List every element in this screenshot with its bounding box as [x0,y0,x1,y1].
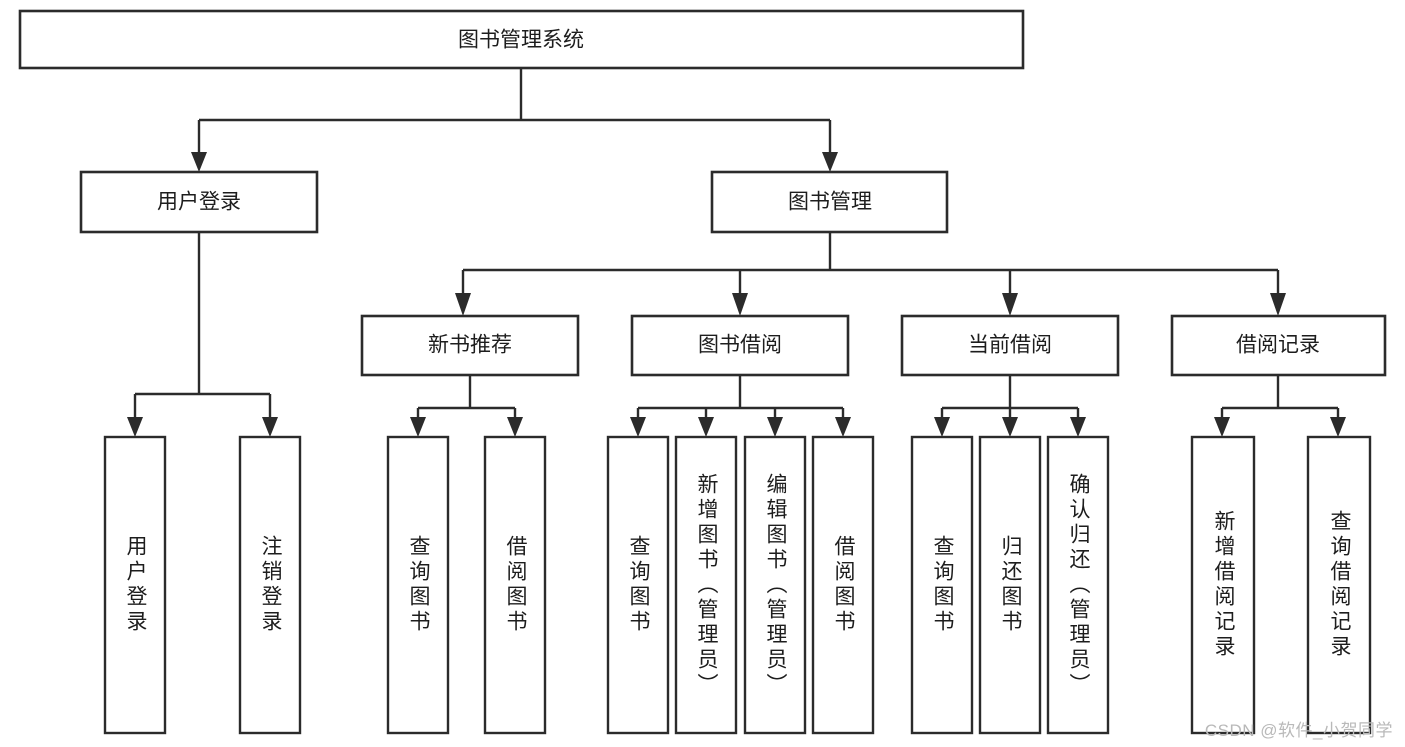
leaf-box-query-book-2[interactable] [606,435,670,735]
arrowhead-leaf-add-book [698,417,714,437]
node-new-book-recommend[interactable]: 新书推荐 [360,314,580,377]
node-user-login[interactable]: 用户登录 [79,170,319,234]
leaf-box-logout[interactable] [238,435,302,735]
node-book-borrow-label: 图书借阅 [698,334,782,357]
leaf-box-borrow-book-1[interactable] [483,435,547,735]
leaf-box-borrow-book-2[interactable] [811,435,875,735]
leaf-box-query-record[interactable] [1306,435,1372,735]
arrowhead-borrow-record [1270,293,1286,316]
csdn-watermark: CSDN @软件_小贺同学 [1204,721,1393,740]
leaf-box-edit-book[interactable] [743,435,807,735]
arrowhead-book-manage [822,152,838,172]
node-new-book-recommend-label: 新书推荐 [428,334,512,357]
node-book-manage-label: 图书管理 [788,191,872,214]
arrowhead-leaf-return-book [1002,417,1018,437]
arrowhead-leaf-query-book-3 [934,417,950,437]
leaf-box-add-book[interactable] [674,435,738,735]
arrowhead-book-borrow [732,293,748,316]
node-book-manage[interactable]: 图书管理 [710,170,949,234]
node-book-manage-box[interactable] [710,170,949,234]
arrowhead-leaf-borrow-book-1 [507,417,523,437]
node-root[interactable]: 图书管理系统 [18,9,1025,70]
node-current-borrow-label: 当前借阅 [968,334,1052,357]
node-root-label: 图书管理系统 [458,29,584,52]
arrowhead-leaf-query-book-2 [630,417,646,437]
arrowhead-leaf-edit-book [767,417,783,437]
arrowhead-new-book [455,293,471,316]
arrowhead-user-login [191,152,207,172]
arrowhead-leaf-logout [262,417,278,437]
node-new-book-recommend-box[interactable] [360,314,580,377]
node-user-login-label: 用户登录 [157,191,241,214]
node-root-box[interactable] [18,9,1025,70]
node-book-borrow[interactable]: 图书借阅 [630,314,850,377]
leaf-box-user-login[interactable] [103,435,167,735]
arrowhead-leaf-add-record [1214,417,1230,437]
leaf-box-add-record[interactable] [1190,435,1256,735]
arrowhead-leaf-borrow-book-2 [835,417,851,437]
leaf-box-confirm-return[interactable] [1046,435,1110,735]
arrowhead-leaf-query-record [1330,417,1346,437]
leaf-box-return-book[interactable] [978,435,1042,735]
node-borrow-record[interactable]: 借阅记录 [1170,314,1387,377]
arrowhead-leaf-confirm-return [1070,417,1086,437]
node-current-borrow[interactable]: 当前借阅 [900,314,1120,377]
leaf-box-query-book-3[interactable] [910,435,974,735]
arrowhead-current-borrow [1002,293,1018,316]
node-borrow-record-box[interactable] [1170,314,1387,377]
arrowhead-leaf-query-book-1 [410,417,426,437]
leaf-box-query-book-1[interactable] [386,435,450,735]
node-book-borrow-box[interactable] [630,314,850,377]
node-current-borrow-box[interactable] [900,314,1120,377]
node-borrow-record-label: 借阅记录 [1236,334,1320,357]
arrowhead-leaf-user-login [127,417,143,437]
